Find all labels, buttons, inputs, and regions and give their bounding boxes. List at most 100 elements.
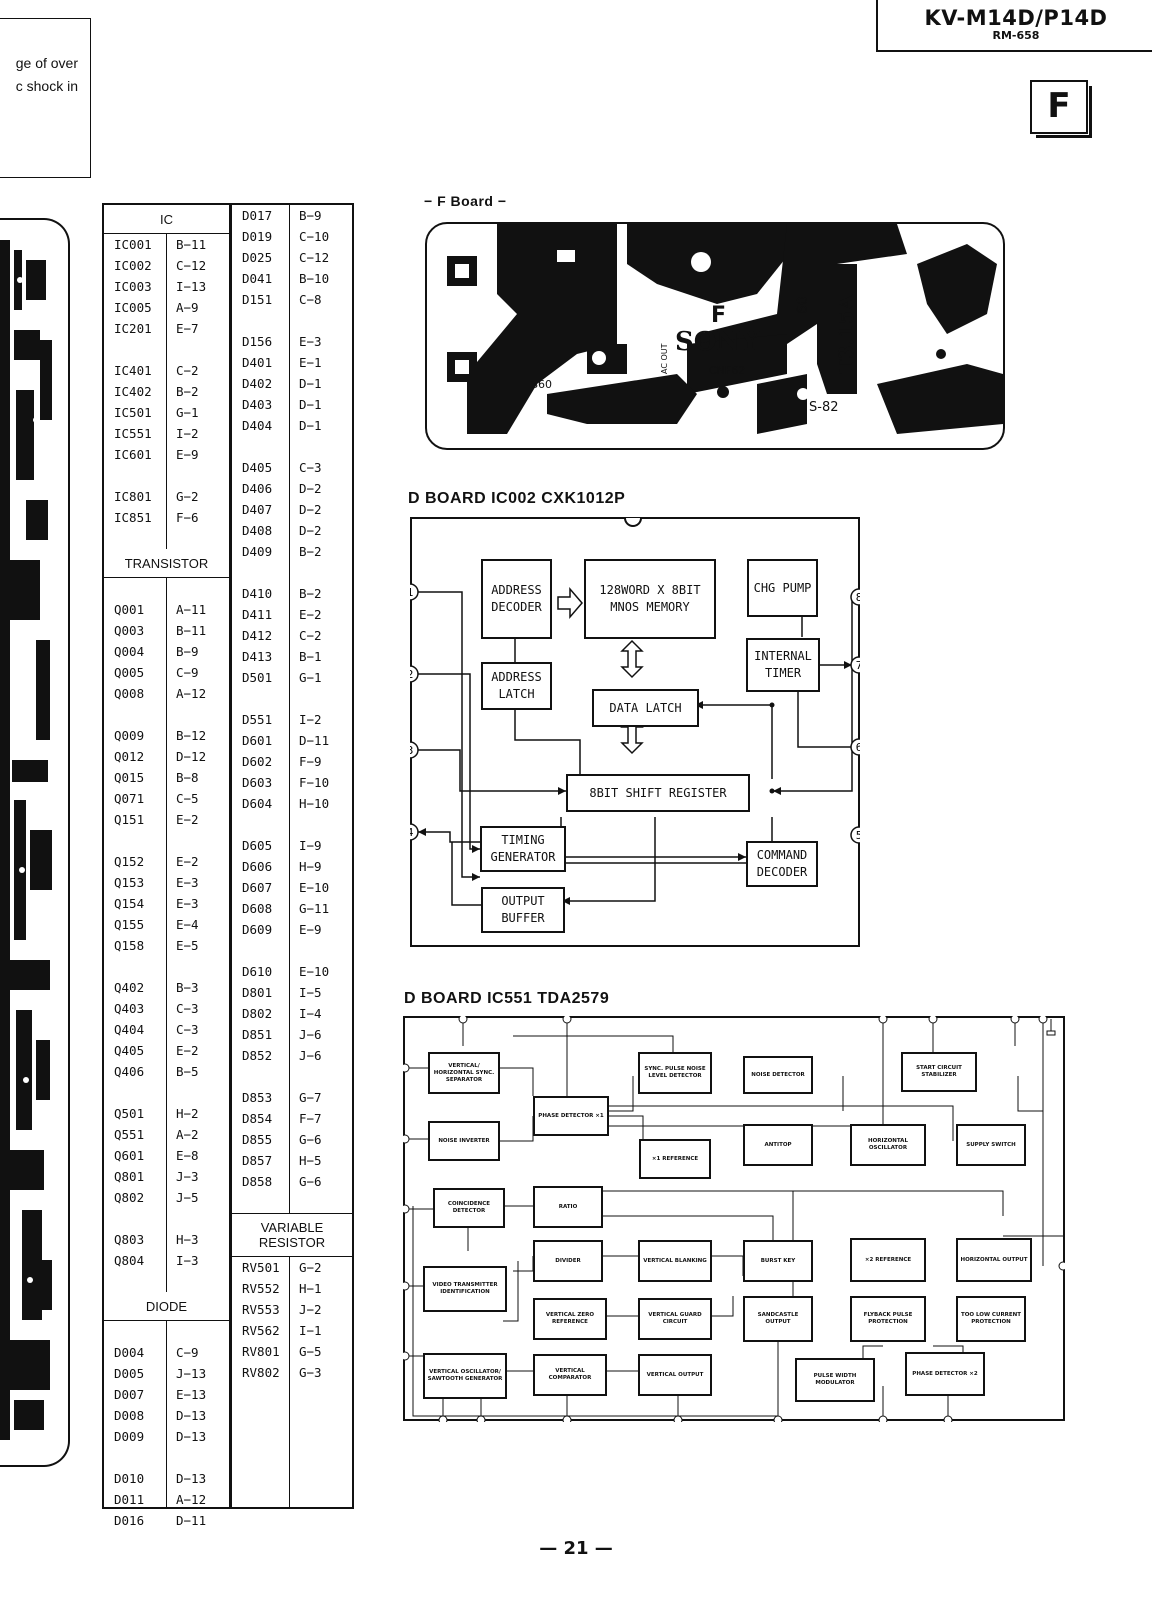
cxk-charge-pump: CHG PUMP <box>747 559 818 617</box>
part-location: A−9 <box>176 300 199 315</box>
part-location: B−9 <box>299 208 322 223</box>
part-location: J−13 <box>176 1366 207 1381</box>
model-number: KV-M14D/P14D <box>924 6 1108 30</box>
parts-gap-row <box>232 1066 352 1087</box>
part-ref: Q403 <box>114 1001 145 1016</box>
part-ref: D801 <box>242 985 273 1000</box>
part-ref: D606 <box>242 859 273 874</box>
tda-video-transmitter-id: VIDEO TRANSMITTER IDENTIFICATION <box>423 1266 507 1312</box>
warning-line-1: ge of over <box>15 55 78 71</box>
part-location: B−2 <box>176 384 199 399</box>
board-diagram-edge <box>0 218 70 1467</box>
part-location: F−10 <box>299 775 330 790</box>
part-location: B−3 <box>176 980 199 995</box>
part-ref: Q004 <box>114 644 145 659</box>
part-location: F−6 <box>176 510 199 525</box>
part-ref: D008 <box>114 1408 145 1423</box>
part-location: G−6 <box>299 1174 322 1189</box>
tda-pulse-width-modulator: PULSE WIDTH MODULATOR <box>795 1358 875 1402</box>
part-location: D−1 <box>299 418 322 433</box>
part-ref: D017 <box>242 208 273 223</box>
tda-vertical-output: VERTICAL OUTPUT <box>638 1354 712 1396</box>
part-location: D−13 <box>176 1471 207 1486</box>
part-location: D−1 <box>299 397 322 412</box>
part-ref: Q012 <box>114 749 145 764</box>
part-ref: D851 <box>242 1027 273 1042</box>
parts-row: D041 B−10 <box>232 268 352 289</box>
parts-gap-row <box>104 1082 229 1103</box>
part-ref: IC401 <box>114 363 152 378</box>
tda-sync-separator: VERTICAL/ HORIZONTAL SYNC. SEPARATOR <box>428 1052 500 1094</box>
parts-row: D404 D−1 <box>232 415 352 436</box>
tda-noise-inverter: NOISE INVERTER <box>428 1121 500 1161</box>
part-ref: IC002 <box>114 258 152 273</box>
part-location: G−1 <box>299 670 322 685</box>
part-location: B−11 <box>176 237 207 252</box>
cxk-shift-register: 8BIT SHIFT REGISTER <box>566 774 750 812</box>
fboard-label-sony: SONY <box>675 327 759 357</box>
part-ref: RV801 <box>242 1344 280 1359</box>
parts-row: Q004 B−9 <box>104 641 229 662</box>
part-ref: Q804 <box>114 1253 145 1268</box>
part-ref: RV501 <box>242 1260 280 1275</box>
parts-gap <box>232 1192 352 1214</box>
part-location: E−4 <box>176 917 199 932</box>
tda-horizontal-oscillator: HORIZONTAL OSCILLATOR <box>850 1124 926 1166</box>
parts-gap-row <box>232 310 352 331</box>
part-location: E−5 <box>176 938 199 953</box>
parts-gap <box>104 1082 229 1103</box>
parts-gap <box>104 1321 229 1343</box>
part-ref: D413 <box>242 649 273 664</box>
parts-section-title: TRANSISTOR <box>104 549 229 578</box>
tda-start-circuit: START CIRCUIT STABILIZER <box>901 1052 977 1092</box>
part-ref: IC551 <box>114 426 152 441</box>
part-location: B−10 <box>299 271 330 286</box>
part-ref: D802 <box>242 1006 273 1021</box>
part-ref: D404 <box>242 418 273 433</box>
part-location: D−1 <box>299 376 322 391</box>
cxk-timing-generator: TIMING GENERATOR <box>480 826 566 872</box>
parts-gap <box>104 1208 229 1229</box>
parts-gap <box>104 956 229 977</box>
part-location: E−2 <box>176 854 199 869</box>
fboard-title: − F Board − <box>424 193 507 209</box>
part-ref: Q803 <box>114 1232 145 1247</box>
part-location: A−2 <box>176 1127 199 1142</box>
parts-gap-row <box>104 465 229 486</box>
part-location: G−6 <box>299 1132 322 1147</box>
cxk-pin-7: 7 <box>856 659 860 672</box>
part-ref: Q001 <box>114 602 145 617</box>
part-ref: Q154 <box>114 896 145 911</box>
part-location: G−11 <box>299 901 330 916</box>
part-location: G−2 <box>176 489 199 504</box>
part-ref: Q402 <box>114 980 145 995</box>
parts-gap <box>232 562 352 583</box>
part-location: E−10 <box>299 964 330 979</box>
part-ref: Q155 <box>114 917 145 932</box>
part-location: I−9 <box>299 838 322 853</box>
tda-ratio: RATIO <box>533 1186 603 1228</box>
part-location: C−3 <box>299 460 322 475</box>
part-ref: D411 <box>242 607 273 622</box>
fboard-label-acout: AC OUT <box>660 343 669 374</box>
parts-gap-row <box>104 1271 229 1292</box>
part-location: D−13 <box>176 1408 207 1423</box>
part-location: B−9 <box>176 644 199 659</box>
part-ref: D005 <box>114 1366 145 1381</box>
part-ref: D041 <box>242 271 273 286</box>
tda-phase-detector-1: PHASE DETECTOR ×1 <box>533 1096 609 1136</box>
